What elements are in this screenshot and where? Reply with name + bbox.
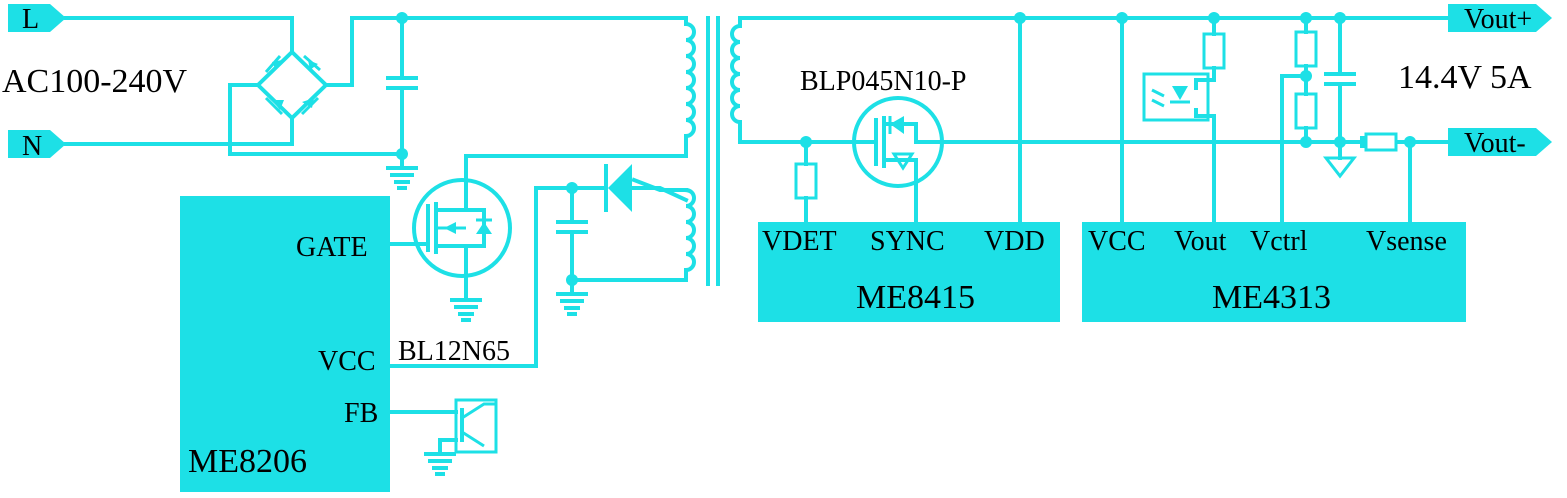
primary-ground-icon	[450, 298, 482, 322]
vdet-resistor	[794, 136, 818, 226]
ac-voltage-label: AC100-240V	[2, 63, 188, 100]
ic-me4313-pin-vsense: Vsense	[1366, 226, 1447, 257]
output-terminals: Vout+ Vout- 14.4V 5A	[1398, 4, 1552, 159]
ic-me4313-pin-vout: Vout	[1174, 226, 1227, 257]
ic-me8206-name: ME8206	[188, 443, 307, 480]
bulk-capacitor	[350, 12, 688, 170]
vout-plus-terminal[interactable]	[1448, 4, 1552, 32]
aux-rectifier	[388, 164, 689, 368]
primary-mosfet-symbol	[388, 178, 512, 302]
sync-mosfet-symbol	[852, 96, 1450, 226]
ic-me4313-pin-vcc: VCC	[1088, 226, 1146, 257]
secondary-ground-icon	[1322, 140, 1358, 179]
ic-me8415-name: ME8415	[856, 279, 975, 316]
ic-me8206[interactable]: GATE VCC FB ME8206	[180, 196, 390, 492]
neutral-terminal[interactable]	[8, 130, 66, 158]
ic-me8415-pin-vdd: VDD	[984, 226, 1045, 257]
input-wires	[64, 16, 294, 146]
ic-me4313-pin-vctrl: Vctrl	[1250, 226, 1308, 257]
bridge-rectifier	[228, 16, 404, 156]
live-label: L	[22, 4, 39, 35]
ic-me8206-pin-vcc: VCC	[318, 346, 376, 377]
primary-mosfet-label: BL12N65	[398, 336, 510, 367]
sync-mosfet-label: BLP045N10-P	[800, 66, 966, 97]
neutral-label: N	[22, 131, 42, 162]
output-capacitor	[1324, 12, 1356, 148]
vout-minus-terminal[interactable]	[1448, 128, 1552, 156]
ic-me8206-pin-fb: FB	[344, 398, 378, 429]
optocoupler-led	[1142, 12, 1226, 226]
vctrl-divider	[1280, 12, 1318, 226]
vout-plus-label: Vout+	[1464, 4, 1532, 35]
fb-ground-icon	[424, 452, 456, 476]
ic-me8415[interactable]: VDET SYNC VDD ME8415	[758, 222, 1060, 322]
output-rating-label: 14.4V 5A	[1398, 59, 1532, 96]
feedback-phototransistor	[388, 398, 498, 456]
vout-minus-label: Vout-	[1464, 128, 1526, 159]
ground-icon	[386, 166, 418, 190]
ac-input-terminals: L N AC100-240V	[2, 4, 188, 162]
ic-me4313-name: ME4313	[1212, 279, 1331, 316]
transformer	[464, 16, 1450, 286]
ic-me8415-pin-vdet: VDET	[762, 226, 837, 257]
live-terminal[interactable]	[8, 4, 66, 32]
aux-ground-icon	[556, 292, 588, 316]
ic-me8206-pin-gate: GATE	[296, 232, 368, 263]
sense-resistor	[1360, 132, 1416, 226]
ic-me4313[interactable]: VCC Vout Vctrl Vsense ME4313	[1082, 222, 1466, 322]
ic-me8415-pin-sync: SYNC	[870, 226, 945, 257]
